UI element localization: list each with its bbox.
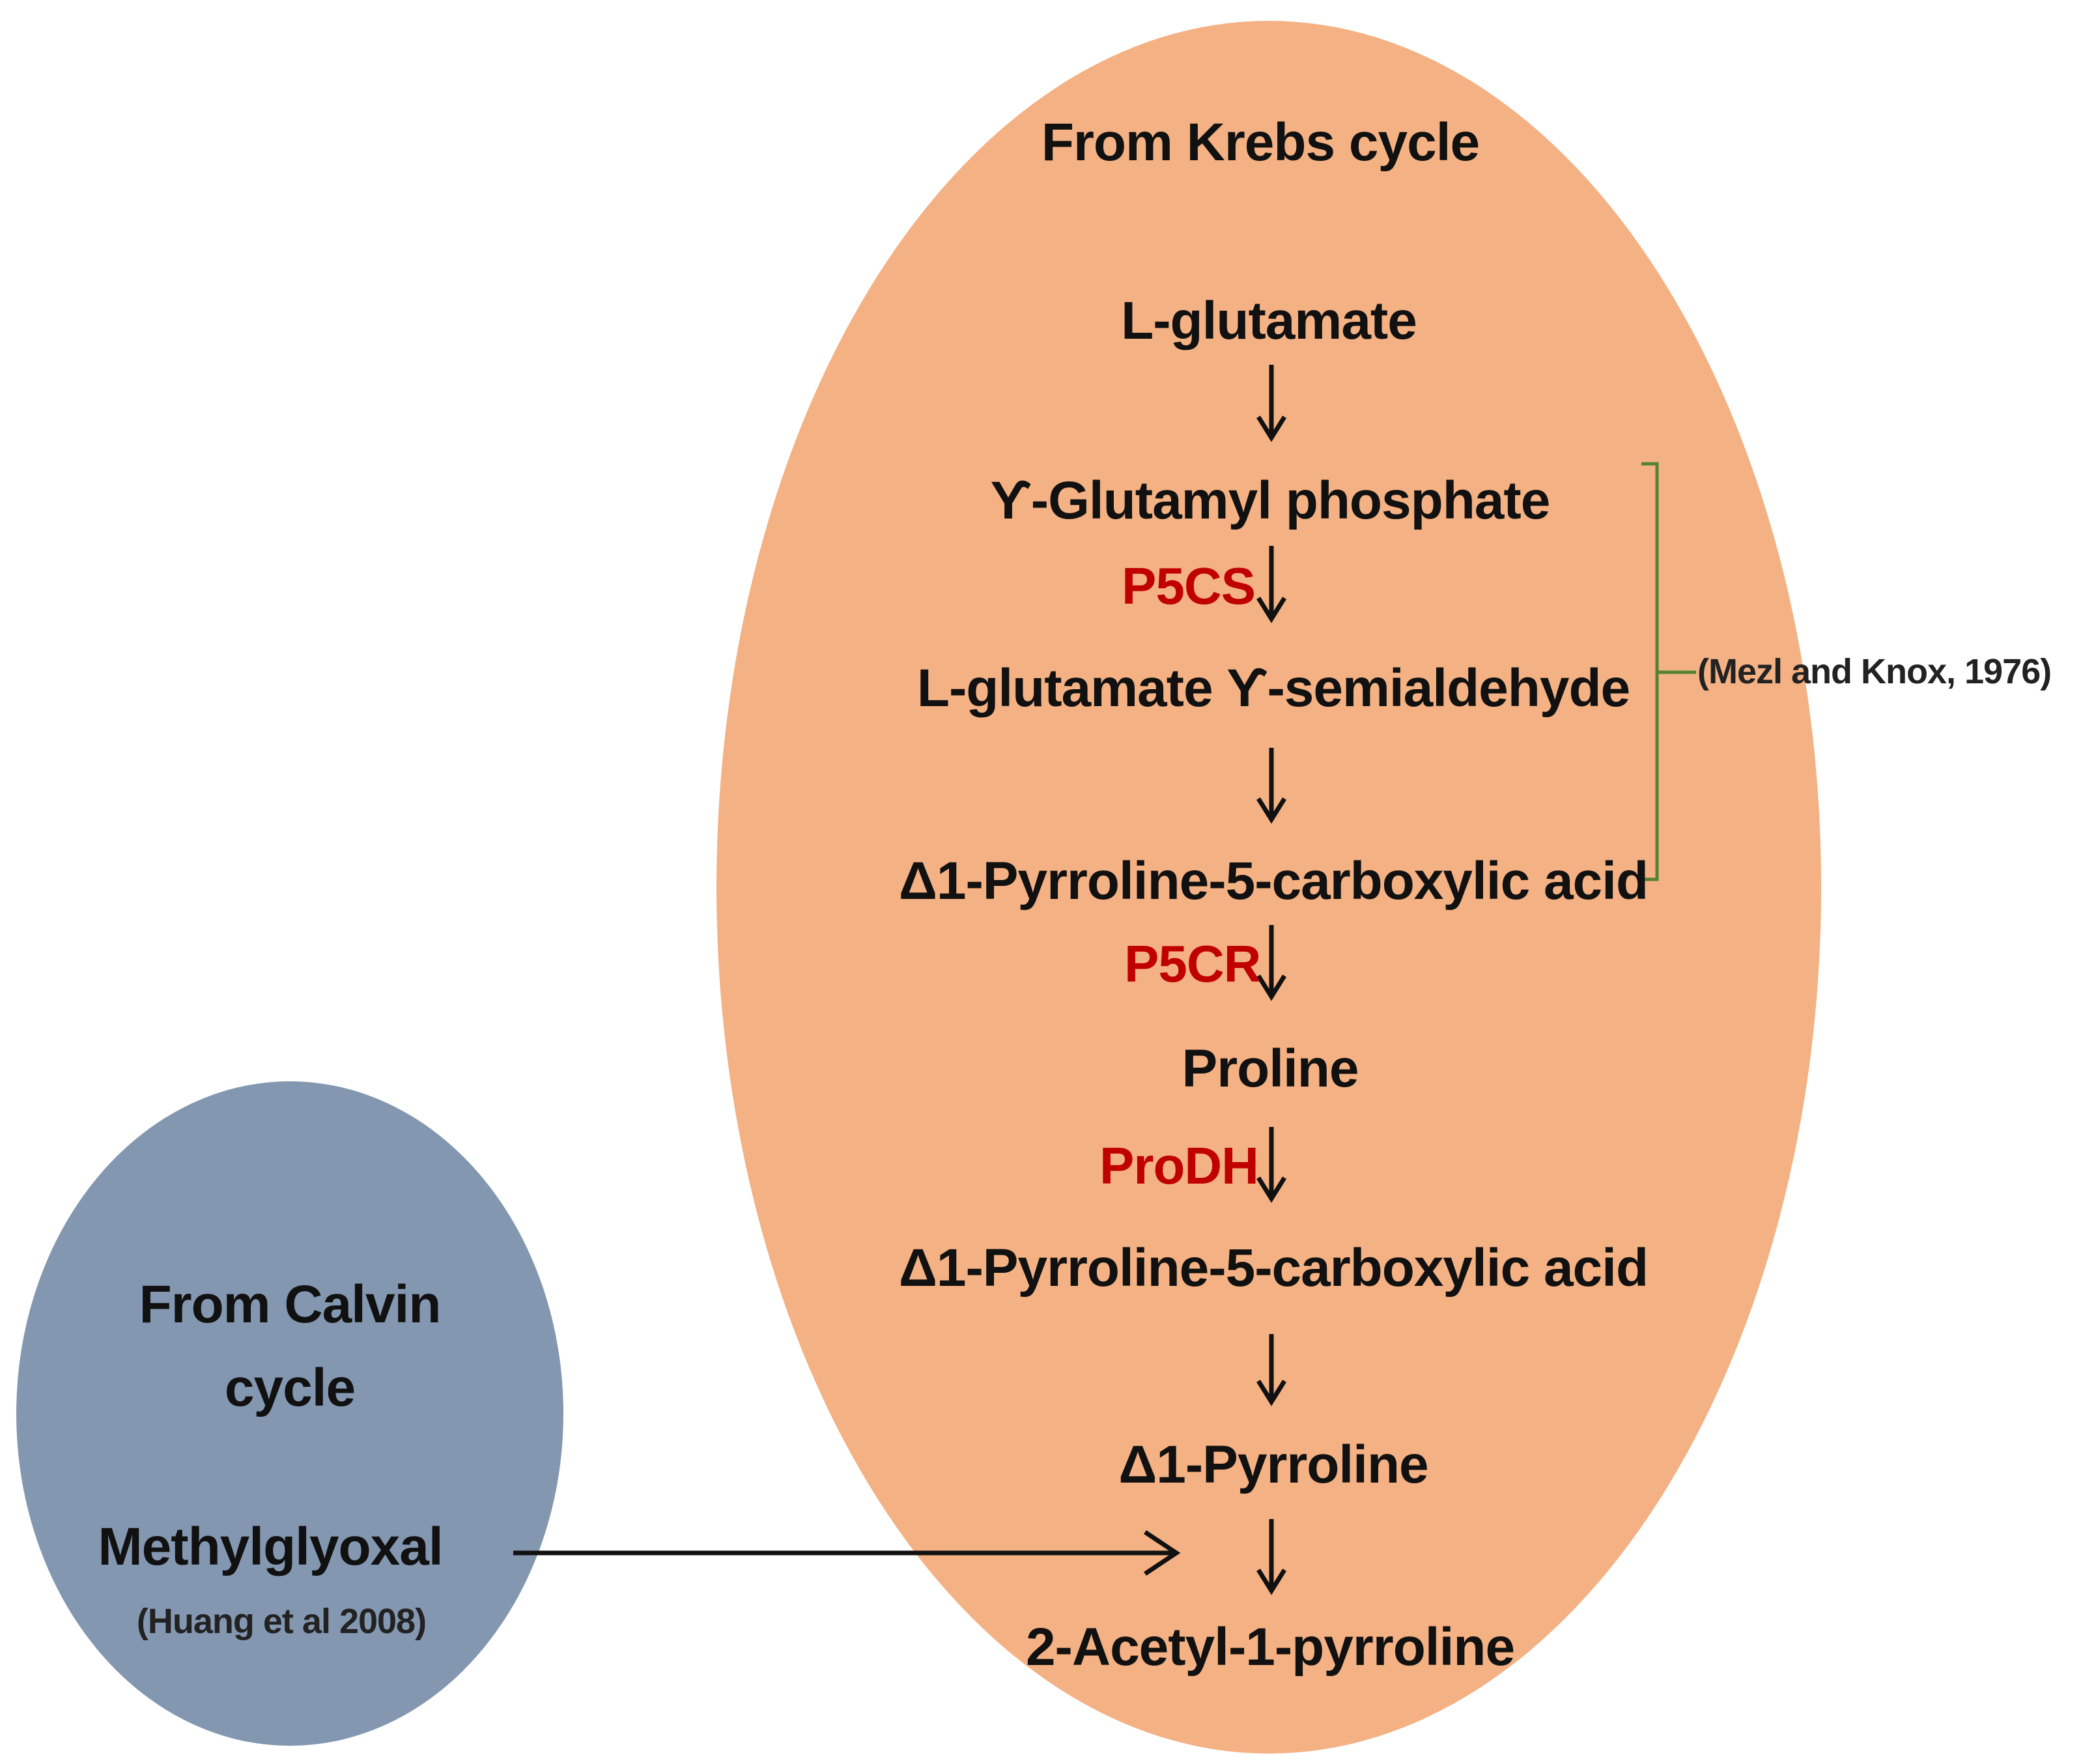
arrow-p5c-to-pyrroline [1256,1334,1286,1406]
krebs-cycle-title: From Krebs cycle [1041,113,1480,172]
step-2-acetyl-1-pyrroline: 2-Acetyl-1-pyrroline [1025,1617,1515,1677]
pathway-arrows [1256,365,1286,1595]
krebs-cycle-region [716,21,1821,1754]
step-proline: Proline [1182,1039,1359,1098]
step-p5c-2: Δ1-Pyrroline-5-carboxylic acid [898,1238,1649,1298]
arrow-methylglyoxal-to-pyrroline [513,1530,1181,1576]
step-glutamyl-phosphate: ϒ-Glutamyl phosphate [990,471,1551,530]
arrow-prodh [1256,1127,1286,1203]
calvin-cycle-region [16,1081,563,1746]
enzyme-p5cr: P5CR [1124,935,1261,993]
step-pyrroline: Δ1-Pyrroline [1118,1435,1428,1494]
step-l-glutamate: L-glutamate [1121,291,1417,350]
methylglyoxal-label: Methylglyoxal [98,1517,443,1576]
calvin-citation: (Huang et al 2008) [136,1602,427,1641]
arrow-glutamate-to-glutamyl-phosphate [1256,365,1286,442]
step-glutamate-semialdehyde: L-glutamate ϒ-semialdehyde [916,659,1630,718]
arrow-semialdehyde-to-p5c [1256,748,1286,824]
calvin-cycle-title-line1: From Calvin [139,1275,442,1334]
citation-bracket [1641,462,1696,881]
enzyme-prodh: ProDH [1099,1137,1259,1195]
step-p5c-1: Δ1-Pyrroline-5-carboxylic acid [898,851,1649,911]
enzyme-p5cs: P5CS [1122,557,1256,615]
arrow-p5cs [1256,546,1286,623]
arrow-p5cr [1256,925,1286,1001]
calvin-cycle-title-line2: cycle [224,1358,356,1417]
arrow-pyrroline-to-2ap [1256,1519,1286,1595]
krebs-citation: (Mezl and Knox, 1976) [1697,652,2052,691]
